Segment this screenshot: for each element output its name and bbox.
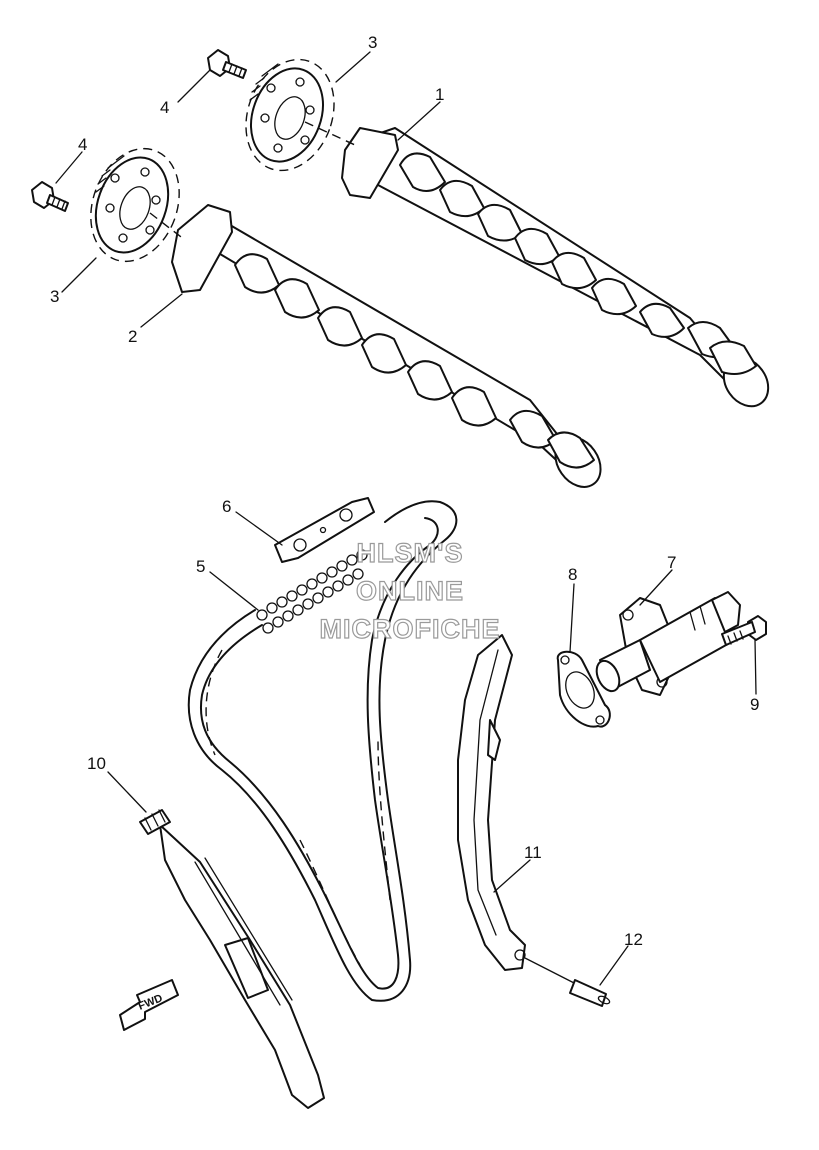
tensioner-bolt[interactable] [721, 615, 767, 646]
forward-direction-arrow-icon: FWD [119, 979, 179, 1031]
callout-6: 6 [222, 497, 231, 516]
callout-9: 9 [750, 695, 759, 714]
sprocket-bolt-upper[interactable] [207, 49, 247, 79]
chain-guide-top[interactable] [274, 497, 375, 563]
callout-8: 8 [568, 565, 577, 584]
tensioner-gasket[interactable] [556, 650, 611, 728]
cam-sprocket-lower[interactable] [76, 136, 195, 274]
camshaft-intake[interactable] [341, 127, 777, 415]
callout-3-lower: 3 [50, 287, 59, 306]
sprocket-bolt-lower[interactable] [31, 181, 69, 212]
watermark-line-2: ONLINE [356, 576, 464, 606]
watermark: HLSM'S ONLINE MICROFICHE [319, 537, 501, 644]
chain-guide-rear[interactable] [139, 809, 325, 1109]
cam-sprocket-upper[interactable] [231, 47, 356, 183]
watermark-line-3: MICROFICHE [320, 614, 501, 644]
guide-pin[interactable] [524, 957, 611, 1007]
cam-chain[interactable] [187, 500, 458, 1002]
callout-2: 2 [128, 327, 137, 346]
callout-5: 5 [196, 557, 205, 576]
watermark-line-1: HLSM'S [357, 538, 464, 568]
callout-10: 10 [87, 754, 106, 773]
leader-lines [55, 51, 757, 986]
chain-guide-front[interactable] [457, 634, 526, 971]
callout-4-upper: 4 [160, 98, 169, 117]
chain-tensioner[interactable] [592, 591, 741, 696]
chain-links [256, 549, 368, 634]
callout-7: 7 [667, 553, 676, 572]
callout-4-lower: 4 [78, 135, 87, 154]
callout-12: 12 [624, 930, 643, 949]
callout-1: 1 [435, 85, 444, 104]
camshaft-exhaust[interactable] [171, 204, 610, 496]
callout-11: 11 [524, 843, 542, 862]
callout-numbers: 1 2 3 3 4 4 5 6 7 8 9 10 11 12 [50, 33, 759, 949]
callout-3-upper: 3 [368, 33, 377, 52]
